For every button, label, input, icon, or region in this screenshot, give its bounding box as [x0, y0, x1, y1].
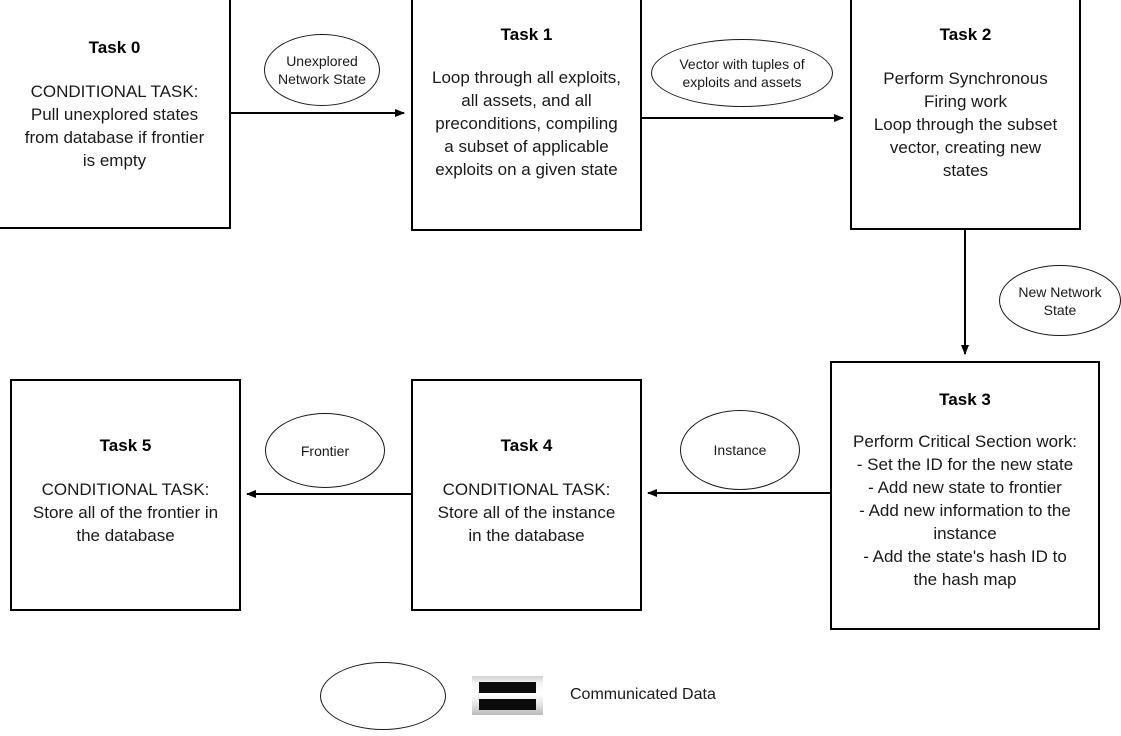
data-label-frontier[interactable]: Frontier — [265, 413, 385, 488]
node-task-5-body: CONDITIONAL TASK: Store all of the front… — [32, 480, 219, 545]
node-task-4[interactable]: Task 4 CONDITIONAL TASK: Store all of th… — [411, 379, 642, 611]
node-task-4-title: Task 4 — [500, 436, 553, 455]
data-label-new-network-state[interactable]: New Network State — [999, 265, 1121, 336]
node-task-1-title: Task 1 — [500, 25, 553, 44]
node-task-5[interactable]: Task 5 CONDITIONAL TASK: Store all of th… — [10, 379, 241, 611]
equals-icon-bar-bottom — [479, 698, 536, 710]
node-task-0[interactable]: Task 0 CONDITIONAL TASK: Pull unexplored… — [0, 0, 231, 229]
node-task-4-body: CONDITIONAL TASK: Store all of the insta… — [437, 480, 616, 545]
node-task-3[interactable]: Task 3 Perform Critical Section work: - … — [830, 361, 1100, 630]
node-task-3-title: Task 3 — [939, 390, 991, 409]
data-label-vector-tuples[interactable]: Vector with tuples of exploits and asset… — [651, 39, 833, 107]
data-label-instance[interactable]: Instance — [680, 410, 800, 490]
node-task-2-body: Perform Synchronous Firing work Loop thr… — [873, 69, 1058, 180]
equals-icon — [472, 676, 543, 715]
node-task-1[interactable]: Task 1 Loop through all exploits, all as… — [411, 0, 642, 231]
node-task-2[interactable]: Task 2 Perform Synchronous Firing work L… — [850, 0, 1081, 230]
equals-icon-bar-top — [479, 681, 536, 693]
node-task-0-title: Task 0 — [88, 38, 141, 57]
node-task-0-body: CONDITIONAL TASK: Pull unexplored states… — [24, 82, 205, 170]
legend-label: Communicated Data — [570, 686, 716, 703]
data-label-unexplored-network-state[interactable]: Unexplored Network State — [264, 34, 380, 106]
legend-ellipse-shape — [320, 662, 446, 730]
node-task-1-body: Loop through all exploits, all assets, a… — [431, 68, 622, 179]
node-task-2-title: Task 2 — [939, 25, 992, 44]
node-task-3-body: Perform Critical Section work: - Set the… — [853, 432, 1077, 589]
node-task-5-title: Task 5 — [99, 436, 152, 455]
